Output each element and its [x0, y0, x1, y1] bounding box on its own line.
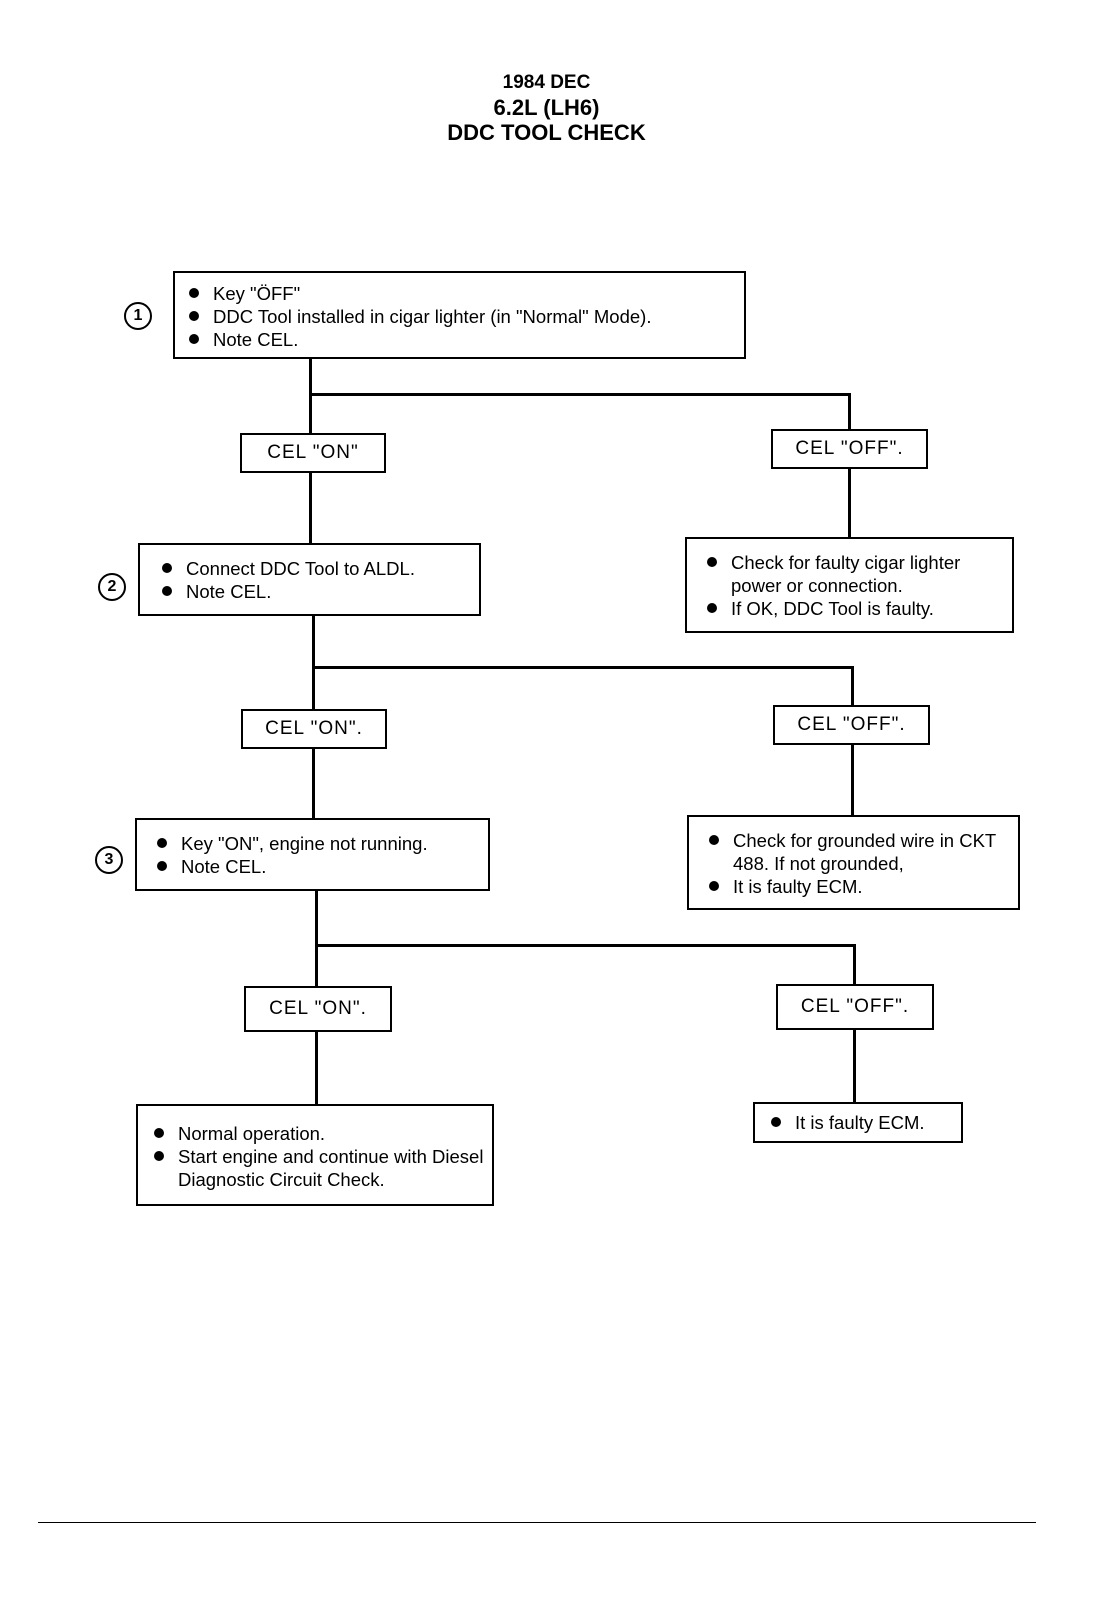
step-1-item: DDC Tool installed in cigar lighter (in …: [183, 305, 738, 328]
result-item: Check for grounded wire in CKT 488. If n…: [703, 829, 1012, 875]
step-3-item: Note CEL.: [151, 855, 482, 878]
step-1-item: Key "ÖFF": [183, 282, 738, 305]
connector-line: [315, 1032, 318, 1104]
step-2-item: Connect DDC Tool to ALDL.: [156, 557, 473, 580]
result-item: If OK, DDC Tool is faulty.: [701, 597, 1006, 620]
step-2-item: Note CEL.: [156, 580, 473, 603]
connector-line: [309, 359, 312, 436]
connector-line: [851, 666, 854, 707]
final-result-item: Start engine and continue with Diesel Di…: [148, 1145, 486, 1191]
header-date: 1984 DEC: [502, 72, 591, 93]
connector-line: [853, 944, 856, 986]
header-engine: 6.2L (LH6): [493, 95, 600, 120]
final-result-item: Normal operation.: [148, 1122, 486, 1145]
step-3-number: 3: [95, 846, 123, 874]
result-item: Check for faulty cigar lighter power or …: [701, 551, 1006, 597]
step-2-box: Connect DDC Tool to ALDL. Note CEL.: [138, 543, 481, 616]
connector-line: [309, 473, 312, 543]
connector-line: [312, 749, 315, 819]
connector-line: [312, 666, 854, 669]
branch-3-off-result: It is faulty ECM.: [753, 1102, 963, 1143]
connector-line: [851, 745, 854, 816]
connector-line: [312, 616, 315, 711]
footer-divider: [38, 1522, 1036, 1523]
header-title: DDC TOOL CHECK: [447, 120, 646, 145]
branch-3-cel-on: CEL "ON".: [244, 986, 392, 1032]
connector-line: [848, 469, 851, 537]
step-3-box: Key "ON", engine not running. Note CEL.: [135, 818, 490, 891]
result-item: It is faulty ECM.: [703, 875, 1012, 898]
result-item: It is faulty ECM.: [765, 1111, 955, 1134]
branch-1-cel-on: CEL "ON": [240, 433, 386, 473]
step-3-item: Key "ON", engine not running.: [151, 832, 482, 855]
step-1-box: Key "ÖFF" DDC Tool installed in cigar li…: [173, 271, 746, 359]
branch-1-cel-off: CEL "OFF".: [771, 429, 928, 469]
connector-line: [309, 393, 851, 396]
final-result-box: Normal operation. Start engine and conti…: [136, 1104, 494, 1206]
connector-line: [315, 891, 318, 986]
step-2-number: 2: [98, 573, 126, 601]
branch-1-off-result: Check for faulty cigar lighter power or …: [685, 537, 1014, 633]
connector-line: [315, 944, 856, 947]
connector-line: [848, 393, 851, 431]
step-1-number: 1: [124, 302, 152, 330]
branch-2-cel-off: CEL "OFF".: [773, 705, 930, 745]
connector-line: [853, 1030, 856, 1102]
step-1-item: Note CEL.: [183, 328, 738, 351]
branch-3-cel-off: CEL "OFF".: [776, 984, 934, 1030]
branch-2-off-result: Check for grounded wire in CKT 488. If n…: [687, 815, 1020, 910]
branch-2-cel-on: CEL "ON".: [241, 709, 387, 749]
